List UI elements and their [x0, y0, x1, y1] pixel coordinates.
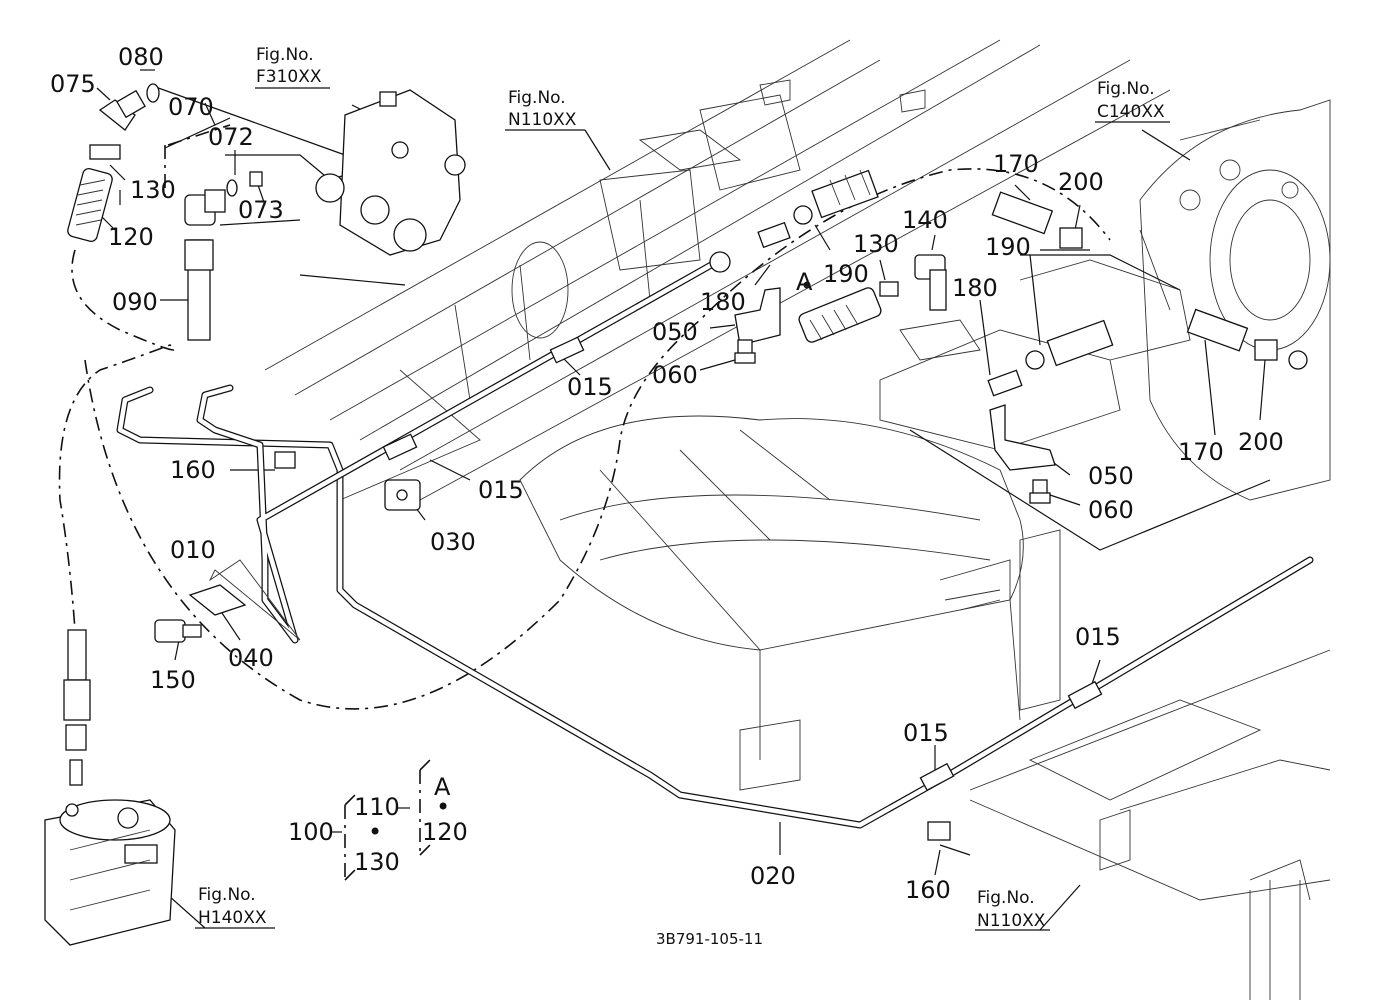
pipe-020 — [196, 256, 724, 644]
part-label-200-lower: 200 — [1238, 428, 1284, 456]
hose-120 — [67, 168, 113, 242]
part-label-090: 090 — [112, 288, 158, 316]
kit-legend: 100 110 • 130 A • 120 — [288, 773, 468, 876]
part-label-080: 080 — [118, 43, 164, 71]
bolt-060-upper — [734, 339, 756, 364]
clamp-130-right — [879, 281, 899, 297]
fig-ref-underlines — [195, 87, 1170, 931]
part-label-160-lower: 160 — [905, 876, 951, 904]
clip-160-upper — [274, 451, 296, 469]
fig-ref-f310-code: F310XX — [256, 67, 322, 87]
fig-ref-h140-code: H140XX — [198, 908, 267, 928]
kit-dot-1: • — [368, 818, 382, 846]
tractor-frame-outline — [264, 39, 1331, 1000]
part-label-170-lower: 170 — [1178, 438, 1224, 466]
part-label-015-b: 015 — [478, 476, 524, 504]
elbow-fitting-070 — [184, 189, 226, 226]
part-label-020: 020 — [750, 862, 796, 890]
pipe-sleeves — [382, 336, 1103, 792]
part-label-190-upper: 190 — [823, 260, 869, 288]
kit-label-120: 120 — [422, 818, 468, 846]
part-label-040: 040 — [228, 644, 274, 672]
part-label-A: A — [796, 268, 813, 296]
injection-pump — [315, 89, 466, 256]
part-label-072: 072 — [208, 123, 254, 151]
part-label-075: 075 — [50, 70, 96, 98]
fig-ref-f310-prefix: Fig.No. — [256, 45, 314, 65]
part-label-015-c: 015 — [1075, 623, 1121, 651]
clamp-030 — [384, 479, 421, 511]
part-label-120-left: 120 — [108, 223, 154, 251]
bolt-150 — [154, 619, 202, 643]
elbow-fitting-075 — [98, 89, 146, 131]
part-label-180-lower: 180 — [952, 274, 998, 302]
part-label-060-upper: 060 — [652, 361, 698, 389]
part-label-150: 150 — [150, 666, 196, 694]
bracket-050-lower — [989, 404, 1056, 471]
part-label-140: 140 — [902, 206, 948, 234]
part-label-190-lower: 190 — [985, 233, 1031, 261]
part-label-015-a: 015 — [567, 373, 613, 401]
part-label-050-lower: 050 — [1088, 462, 1134, 490]
plug-073 — [249, 171, 263, 187]
hose-clamp-130 — [89, 144, 121, 160]
kit-label-100: 100 — [288, 818, 334, 846]
pipe-fitting-090 — [184, 239, 214, 341]
fig-ref-n110-top-code: N110XX — [508, 110, 577, 130]
kit-label-110: 110 — [354, 793, 400, 821]
clamp-plate-040 — [188, 584, 247, 616]
bolt-060-lower — [1029, 479, 1051, 504]
elbow-fitting-140 — [914, 254, 947, 311]
kit-dot-2: • — [436, 793, 450, 821]
part-label-130-left: 130 — [130, 176, 176, 204]
hose-fitting-170-upper — [991, 191, 1083, 249]
part-label-030: 030 — [430, 528, 476, 556]
dashed-boundaries — [58, 124, 1111, 881]
part-label-180-upper: 180 — [700, 288, 746, 316]
o-ring-072 — [226, 179, 238, 197]
hose-fitting-upper — [709, 169, 879, 273]
fig-ref-c140-code: C140XX — [1097, 102, 1165, 122]
part-label-073: 073 — [238, 196, 284, 224]
hydraulic-motor — [44, 629, 176, 946]
part-label-050-upper: 050 — [652, 318, 698, 346]
part-label-170-upper: 170 — [993, 150, 1039, 178]
hose-fitting-right — [987, 319, 1114, 397]
part-label-200-upper: 200 — [1058, 168, 1104, 196]
part-label-130-right: 130 — [853, 230, 899, 258]
figure-code: 3B791-105-11 — [656, 930, 763, 948]
fig-ref-n110-top-prefix: Fig.No. — [508, 88, 566, 108]
kit-label-130: 130 — [354, 848, 400, 876]
o-ring-080 — [146, 83, 160, 103]
fig-ref-n110-bottom-prefix: Fig.No. — [977, 888, 1035, 908]
part-label-070: 070 — [168, 93, 214, 121]
pipe-lower-loop — [208, 559, 301, 641]
hose-A — [798, 281, 882, 343]
fig-ref-n110-bottom-code: N110XX — [977, 911, 1046, 931]
clip-160-lower — [927, 821, 951, 841]
kit-label-A: A — [434, 773, 451, 801]
fig-ref-h140-prefix: Fig.No. — [198, 885, 256, 905]
fig-ref-c140-prefix: Fig.No. — [1097, 79, 1155, 99]
part-label-015-d: 015 — [903, 719, 949, 747]
part-label-010: 010 — [170, 536, 216, 564]
hose-fitting-170-lower — [1186, 308, 1308, 370]
part-label-160-upper: 160 — [170, 456, 216, 484]
pipe-010 — [116, 386, 1314, 829]
leader-lines — [96, 69, 1271, 931]
part-label-060-lower: 060 — [1088, 496, 1134, 524]
